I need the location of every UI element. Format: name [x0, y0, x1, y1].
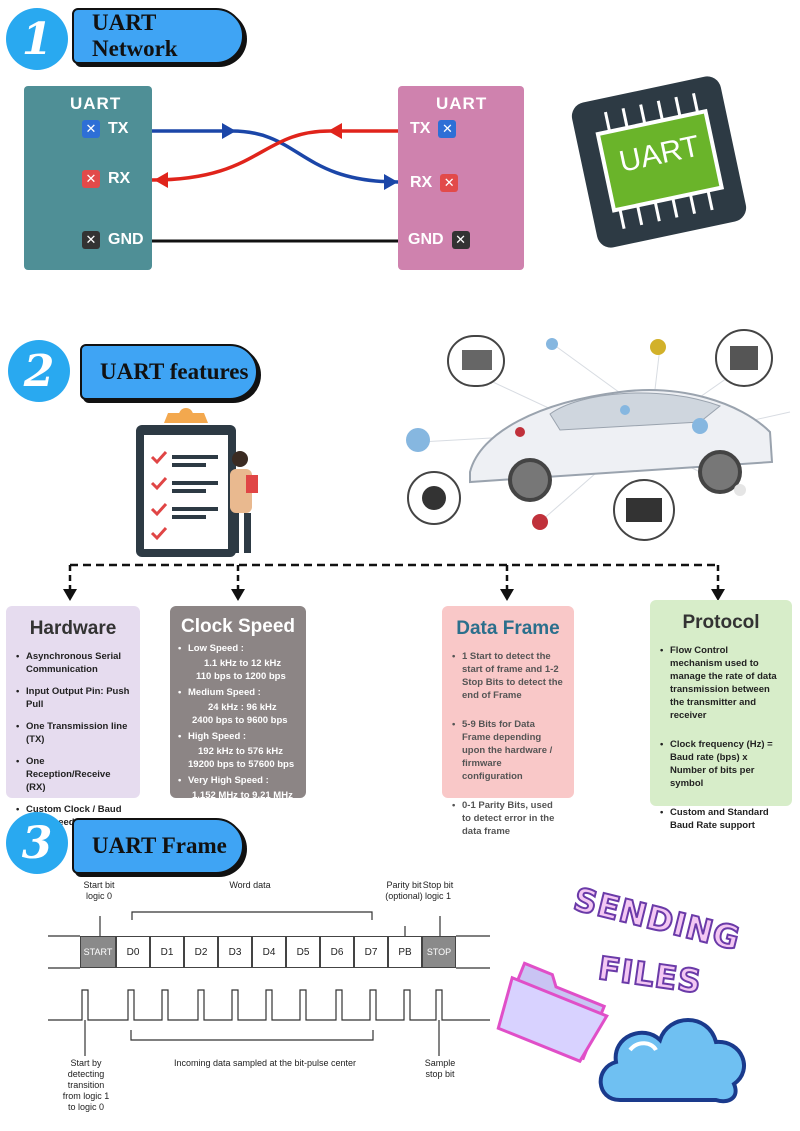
uart-box-right-title: UART: [436, 94, 488, 113]
parity-bit-label: Parity bit (optional): [385, 880, 423, 901]
protocol-list: Flow Control mechanism used to manage th…: [660, 644, 782, 832]
x-icon: ✕: [82, 231, 100, 249]
left-pin-gnd: ✕ GND: [82, 231, 144, 249]
list-item: Asynchronous Serial Communication: [16, 650, 130, 676]
list-item: Clock frequency (Hz) = Baud rate (bps) x…: [660, 738, 782, 790]
speed-range: 2400 bps to 9600 bps: [192, 715, 288, 726]
left-pin-rx: ✕ RX: [82, 170, 130, 188]
speed-range: 1.152 MHz to 9.21 MHz: [192, 790, 293, 801]
frame-cell-d5: D5: [286, 936, 320, 968]
clock-speed-list: Low Speed :: [178, 642, 298, 655]
car-network-illustration: [406, 329, 791, 541]
uart-box-left: UART ✕ TX ✕ RX ✕ GND: [24, 86, 152, 270]
section-title-uart-network: UART Network: [72, 8, 244, 64]
frame-cell-d1: D1: [150, 936, 184, 968]
frame-cell-d3: D3: [218, 936, 252, 968]
list-item: One Transmission line (TX): [16, 720, 130, 746]
pin-label: TX: [410, 120, 431, 137]
frame-cell-stop: STOP: [422, 936, 456, 968]
sample-stop-label: Sample stop bit: [424, 1058, 456, 1079]
frame-cell-start: START: [80, 936, 116, 968]
chip-pins: [595, 93, 725, 230]
right-pin-rx: RX ✕: [410, 174, 459, 192]
clock-speed-list: Medium Speed :: [178, 686, 298, 699]
frame-lines: [48, 911, 490, 1056]
start-bit-label: Start bit logic 0: [83, 880, 115, 901]
speed-range: 110 bps to 1200 bps: [196, 671, 286, 682]
pin-label: GND: [408, 231, 444, 248]
sending-files-text-1: SENDING: [569, 879, 745, 959]
pin-label: TX: [108, 120, 129, 137]
checklist-illustration: [136, 408, 258, 557]
word-data-label: Word data: [229, 880, 271, 890]
protocol-card: Protocol Flow Control mechanism used to …: [650, 600, 792, 831]
speed-range: 1.1 kHz to 12 kHz: [204, 658, 282, 669]
protocol-title: Protocol: [682, 612, 760, 633]
section-title-uart-frame: UART Frame: [72, 818, 244, 874]
sampled-label: Incoming data sampled at the bit-pulse c…: [173, 1058, 357, 1068]
list-item: 0-1 Parity Bits, used to detect error in…: [452, 799, 564, 838]
x-icon: ✕: [82, 120, 100, 138]
list-item: One Reception/Receive (RX): [16, 755, 130, 794]
frame-cell-d6: D6: [320, 936, 354, 968]
frame-cell-d7: D7: [354, 936, 388, 968]
list-item: 5-9 Bits for Data Frame depending upon t…: [452, 718, 564, 783]
list-item: Input Output Pin: Push Pull: [16, 685, 130, 711]
pin-label: GND: [108, 231, 144, 248]
list-item: Medium Speed :: [178, 686, 298, 699]
section-title-uart-features: UART features: [80, 344, 258, 400]
data-frame-title: Data Frame: [456, 618, 560, 639]
x-icon: ✕: [82, 170, 100, 188]
list-item: High Speed :: [178, 730, 298, 743]
rx-to-tx-line: [151, 129, 398, 182]
uart-box-right: UART TX ✕ RX ✕ GND ✕: [398, 86, 524, 270]
data-frame-card: Data Frame 1 Start to detect the start o…: [442, 606, 574, 837]
folder-icon: [496, 961, 609, 1064]
list-item: Low Speed :: [178, 642, 298, 655]
x-icon: ✕: [451, 231, 470, 249]
tx-arrow-left: [328, 123, 342, 139]
section-number-3: 3: [6, 812, 68, 874]
frame-cell-d0: D0: [116, 936, 150, 968]
pin-label: RX: [410, 174, 433, 191]
list-item: Flow Control mechanism used to manage th…: [660, 644, 782, 722]
clock-speed-card: Clock Speed Low Speed : 1.1 kHz to 12 kH…: [170, 606, 306, 827]
section-number-1: 1: [6, 8, 68, 70]
hardware-title: Hardware: [29, 618, 117, 639]
right-pin-tx: TX ✕: [410, 120, 457, 138]
speed-range: 192 kHz to 576 kHz: [198, 746, 284, 757]
section-number-2: 2: [8, 340, 70, 402]
rx-arrow-right: [384, 174, 398, 190]
feature-connectors: [63, 563, 725, 601]
list-item: Very High Speed :: [178, 774, 298, 787]
frame-cell-d4: D4: [252, 936, 286, 968]
left-pin-tx: ✕ TX: [82, 120, 128, 138]
right-pin-gnd: GND ✕: [408, 231, 470, 249]
uart-wires: [151, 123, 399, 243]
tx-arrow: [222, 123, 236, 139]
frame-cell-d2: D2: [184, 936, 218, 968]
speed-range: 24 kHz : 96 kHz: [208, 702, 277, 713]
tx-to-rx-line: [152, 129, 399, 184]
start-by-label: Start by detecting transition from logic…: [62, 1058, 110, 1112]
hardware-card: Hardware Asynchronous Serial Communicati…: [6, 606, 140, 828]
x-icon: ✕: [440, 174, 459, 192]
uart-chip-icon: UART: [569, 73, 749, 251]
clock-speed-title: Clock Speed: [180, 616, 296, 637]
clock-speed-list: High Speed :: [178, 730, 298, 743]
rx-arrow-left: [154, 172, 168, 188]
pin-label: RX: [108, 170, 131, 187]
stop-bit-label: Stop bit logic 1: [422, 880, 454, 901]
cloud-icon: [598, 1018, 746, 1104]
data-frame-list: 1 Start to detect the start of frame and…: [452, 650, 564, 838]
list-item: 1 Start to detect the start of frame and…: [452, 650, 564, 702]
frame-cell-pb: PB: [388, 936, 422, 968]
clock-speed-list: Very High Speed :: [178, 774, 298, 787]
list-item: Custom and Standard Baud Rate support: [660, 806, 782, 832]
uart-box-left-title: UART: [70, 94, 122, 113]
x-icon: ✕: [438, 120, 457, 138]
hardware-list: Asynchronous Serial Communication Input …: [16, 650, 130, 829]
speed-range: 19200 bps to 57600 bps: [188, 759, 295, 770]
